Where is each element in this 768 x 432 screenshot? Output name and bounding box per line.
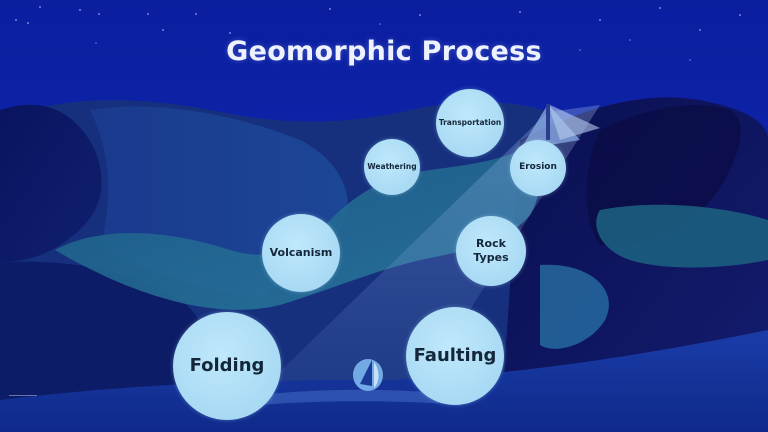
topic-label-line-2: Types [473,251,509,264]
topic-bubble-transportation[interactable]: Transportation [436,89,504,157]
topic-label: Weathering [367,162,417,172]
topic-label: Erosion [519,162,557,173]
sail-icon-shape [353,359,383,391]
topic-label-line-1: Rock [476,237,506,251]
topic-label: Volcanism [269,246,333,260]
topic-bubble-folding[interactable]: Folding [173,312,281,420]
peak-tent [520,104,600,150]
topic-bubble-volcanism[interactable]: Volcanism [262,214,340,292]
topic-bubble-faulting[interactable]: Faulting [406,307,504,405]
topic-label: Folding [189,354,265,376]
topic-bubble-weathering[interactable]: Weathering [364,139,420,195]
topic-label: Faulting [413,344,497,366]
topic-bubble-erosion[interactable]: Erosion [510,140,566,196]
decorative-line [9,395,37,396]
topic-bubble-rock-types[interactable]: Rock Types [456,216,526,286]
slide-title: Geomorphic Process [226,36,542,67]
topic-label: Transportation [438,118,502,128]
stars [15,6,741,61]
